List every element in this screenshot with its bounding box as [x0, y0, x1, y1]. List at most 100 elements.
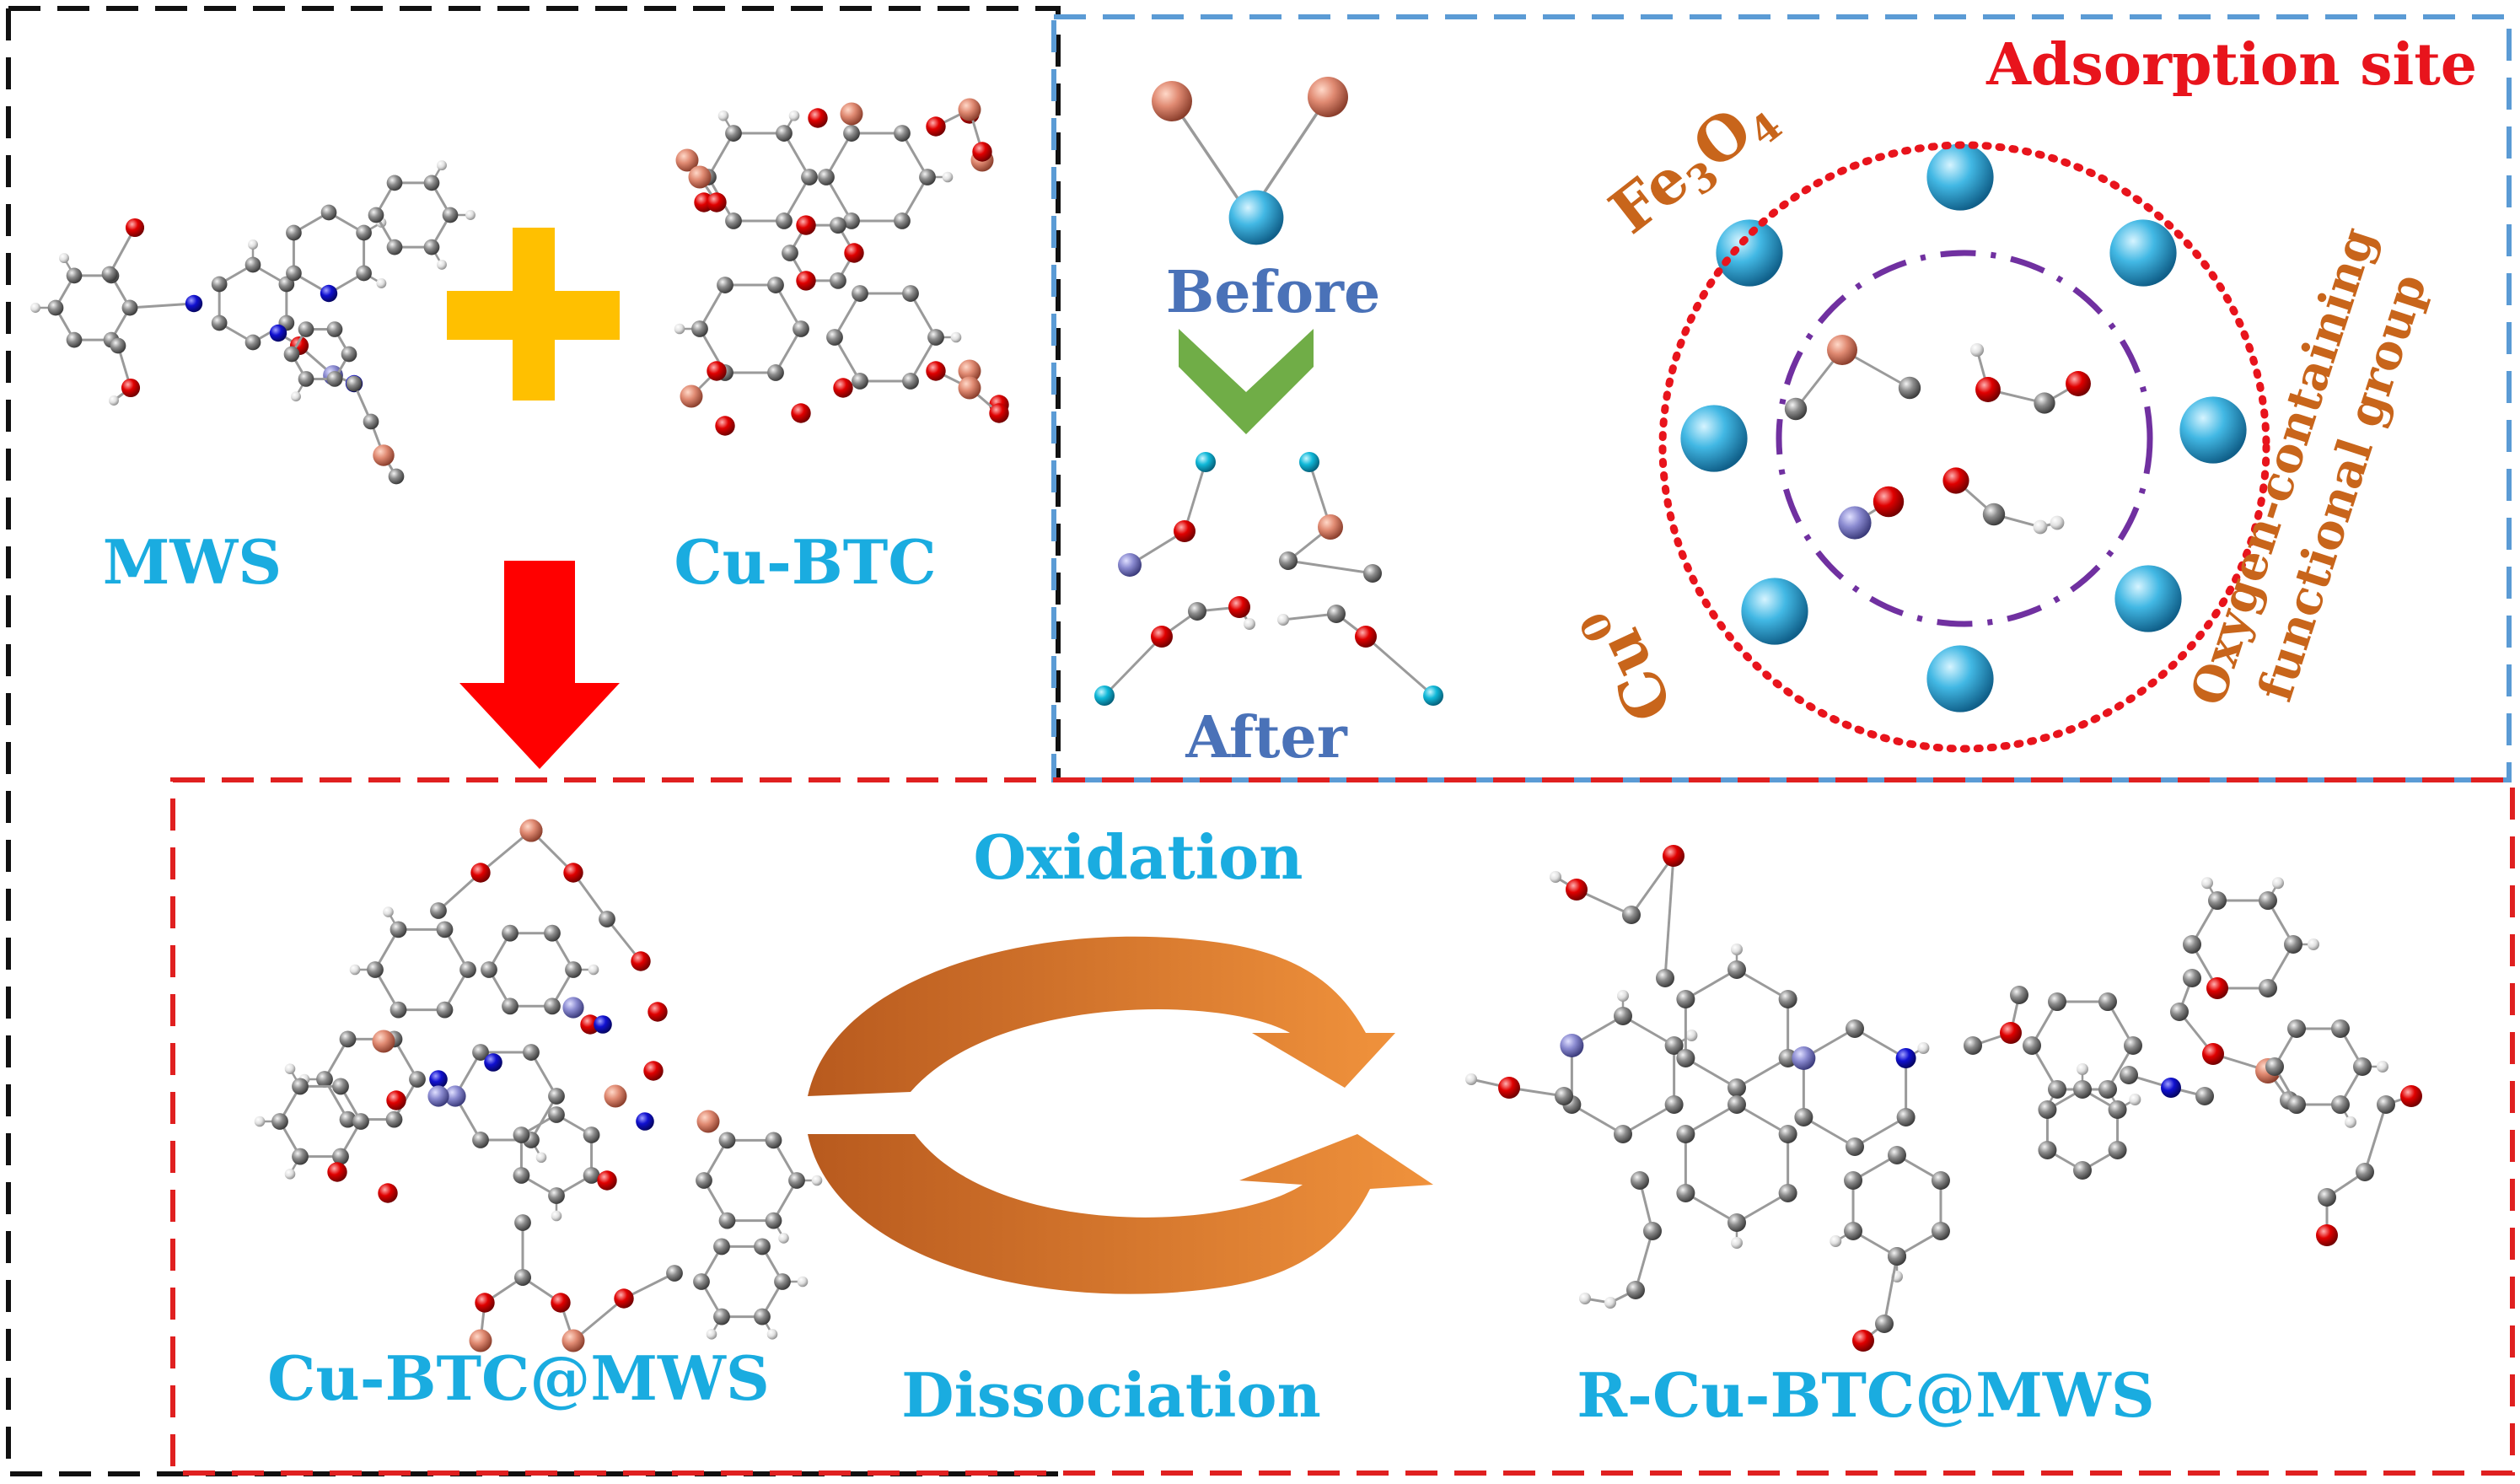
carbon-atom — [244, 334, 261, 351]
carbon-atom — [2010, 986, 2028, 1004]
cycle-arrows-icon — [808, 936, 1433, 1294]
bond — [900, 176, 929, 222]
hydrogen-atom — [2033, 519, 2048, 535]
carbon-atom — [356, 265, 372, 282]
carbon-atom — [2331, 1019, 2350, 1038]
carbon-atom — [2195, 1087, 2214, 1105]
hydrogen-atom — [717, 110, 729, 121]
oxygen-atom — [2316, 1224, 2338, 1246]
metal-atom — [1560, 1034, 1584, 1057]
hydrogen-atom — [788, 110, 800, 121]
carbon-atom — [66, 331, 83, 348]
copper-atom — [519, 819, 543, 842]
metal-atom — [444, 1085, 466, 1107]
hydrogen-atom — [284, 1063, 296, 1074]
copper-atom — [604, 1084, 627, 1108]
hydrogen-atom — [1579, 1293, 1591, 1304]
hydrogen-atom — [551, 1210, 562, 1222]
red-down-arrow-icon — [459, 561, 620, 769]
oxygen-atom — [1663, 845, 1684, 867]
carbon-atom — [852, 285, 868, 302]
carbon-atom — [2259, 978, 2277, 997]
oxygen-atom — [796, 215, 816, 235]
cyan-atom — [1423, 686, 1443, 706]
bond — [1736, 1191, 1789, 1224]
copper-atom — [1152, 81, 1192, 121]
dash-dot-purple-circle — [1776, 250, 2153, 627]
carbon-atom — [1778, 990, 1797, 1008]
hydrogen-atom — [465, 210, 476, 220]
carbon-atom — [801, 169, 818, 186]
hydrogen-atom — [706, 1329, 717, 1340]
carbon-atom — [472, 1132, 489, 1148]
bond — [1622, 1103, 1675, 1136]
carbon-atom — [2098, 1079, 2117, 1099]
bond — [1736, 1057, 1789, 1089]
carbon-atom — [2120, 1066, 2138, 1084]
carbon-atom — [2265, 1057, 2284, 1076]
carbon-atom — [767, 277, 784, 293]
carbon-atom — [713, 1238, 730, 1255]
carbon-atom — [1846, 1019, 1864, 1038]
carbon-atom — [423, 239, 440, 255]
hydrogen-atom — [383, 906, 394, 917]
oxygen-atom — [475, 1293, 495, 1313]
carbon-atom — [2108, 1100, 2127, 1119]
oxygen-atom — [647, 1002, 668, 1022]
hydrogen-atom — [1917, 1042, 1930, 1054]
carbon-atom — [346, 375, 363, 392]
carbon-atom — [1898, 376, 1921, 400]
dotted-red-circle — [1658, 141, 2270, 753]
bond — [1287, 559, 1373, 575]
oxygen-atom — [796, 271, 816, 291]
oxygen-atom — [2000, 1022, 2022, 1044]
bond — [1630, 855, 1675, 916]
carbon-atom — [47, 299, 64, 316]
before-molecule — [1152, 77, 1348, 245]
bond — [1736, 968, 1789, 1001]
carbon-atom — [718, 1132, 736, 1149]
bond — [698, 284, 727, 330]
carbon-atom — [339, 1030, 357, 1048]
carbon-atom — [2038, 1100, 2057, 1119]
hydrogen-atom — [2050, 515, 2065, 530]
carbon-atom — [544, 997, 561, 1015]
carbon-atom — [513, 1167, 530, 1184]
carbon-atom — [2023, 1036, 2041, 1055]
iron-atom — [1926, 143, 1994, 211]
oxygen-atom — [470, 863, 491, 883]
carbon-atom — [363, 413, 379, 430]
oxygen-atom — [791, 403, 811, 423]
carbon-atom — [368, 207, 384, 223]
hydrogen-atom — [437, 259, 447, 270]
oxygen-atom — [1151, 626, 1173, 648]
carbon-atom — [1896, 1108, 1916, 1126]
oxygen-atom — [631, 951, 651, 971]
hydrogen-atom — [109, 395, 119, 406]
oxygen-atom — [926, 361, 946, 381]
bond — [529, 1095, 558, 1141]
oxygen-atom — [1355, 626, 1377, 648]
oxygen-atom — [707, 192, 727, 212]
carbon-atom — [1888, 1146, 1906, 1164]
carbon-atom — [548, 1106, 565, 1123]
hydrogen-atom — [1731, 1237, 1743, 1249]
carbon-atom — [2048, 992, 2066, 1012]
carbon-atom — [2331, 1095, 2350, 1115]
oxygen-atom — [327, 1162, 347, 1182]
carbon-atom — [2284, 935, 2302, 954]
carbon-atom — [385, 1110, 403, 1128]
carbon-atom — [409, 1071, 426, 1088]
hydrogen-atom — [766, 1329, 778, 1340]
nitrogen-atom — [484, 1053, 502, 1072]
carbon-atom — [1614, 1125, 1632, 1143]
oxygen-atom — [1174, 520, 1196, 542]
nitrogen-atom — [636, 1112, 654, 1131]
hydrogen-atom — [1830, 1235, 1842, 1247]
hydrogen-atom — [2129, 1094, 2141, 1105]
carbon-atom — [1188, 602, 1206, 621]
label-cu-btc: Cu-BTC — [674, 526, 936, 598]
hydrogen-atom — [376, 278, 387, 288]
carbon-atom — [830, 272, 846, 289]
